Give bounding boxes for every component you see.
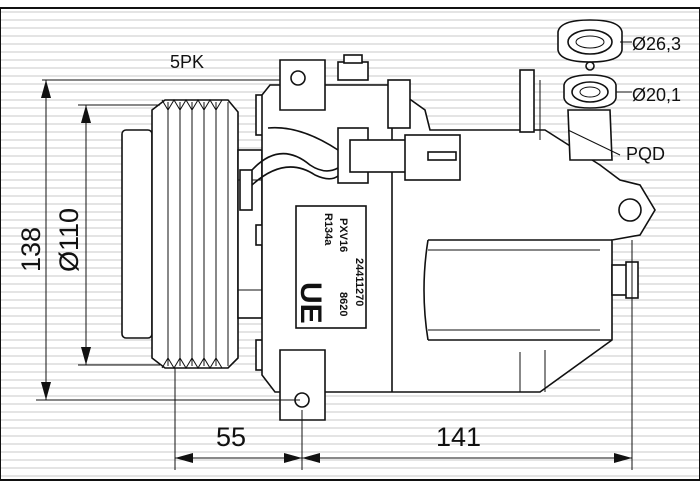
nameplate-model: PXV16 <box>337 218 349 252</box>
nameplate-code: 8620 <box>337 292 349 316</box>
pulley-assembly <box>121 94 269 371</box>
port-small-diameter-label: Ø20,1 <box>632 85 681 105</box>
nameplate-brand: UE <box>294 282 327 324</box>
pulley-type-label: 5PK <box>170 52 204 72</box>
port-large-diameter-label: Ø26,3 <box>632 34 681 54</box>
height-dimension-label: 138 <box>16 227 46 272</box>
body-dimension-label: 141 <box>436 422 481 452</box>
front-dimension-label: 55 <box>216 422 246 452</box>
drawing-frame <box>0 7 700 481</box>
pulley-diameter-label: Ø110 <box>54 208 84 272</box>
dimension-lines <box>36 41 633 470</box>
port-type-label: PQD <box>626 144 665 164</box>
nameplate-part-number: 24411270 <box>353 258 365 306</box>
nameplate: PXV16 24411270 R134a 8620 UE <box>294 205 367 329</box>
nameplate-refrigerant: R134a <box>322 213 334 246</box>
port-rings <box>557 19 623 109</box>
